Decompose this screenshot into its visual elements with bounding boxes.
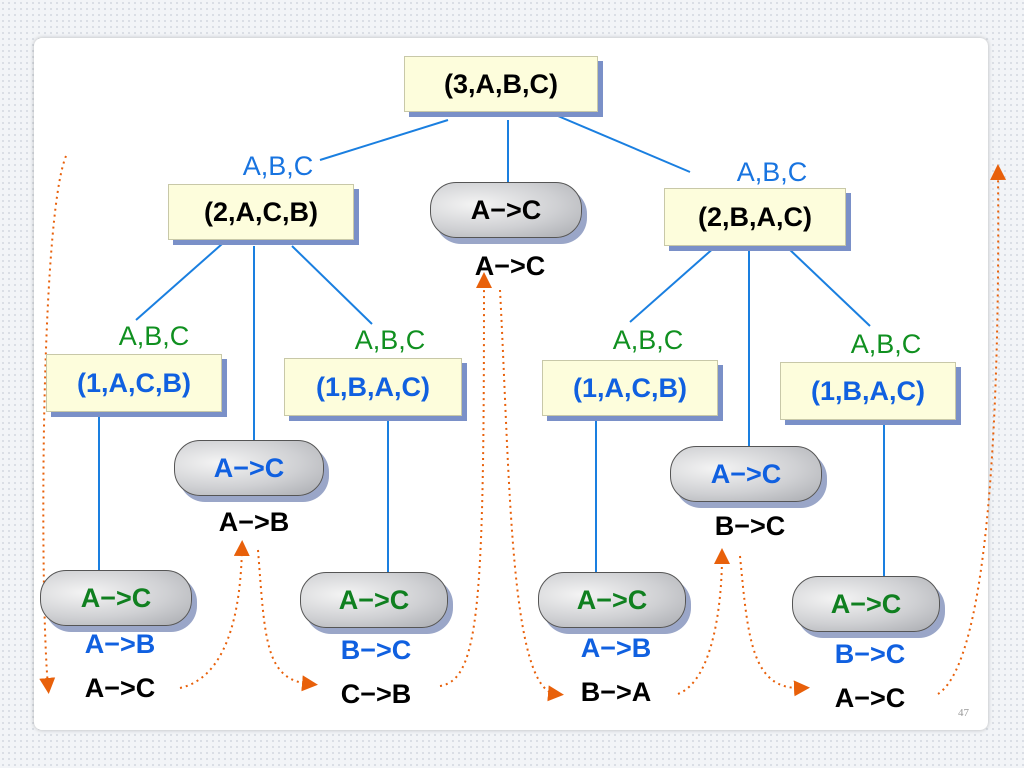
level2-node-2: (1,B,A,C) <box>284 358 462 416</box>
level2-n4-label: A,B,C <box>850 328 922 359</box>
leaf-3-move: A−>C <box>538 572 686 628</box>
leaf-1-below-1: A−>B <box>84 628 156 659</box>
leaf-3-below-1: A−>B <box>580 632 652 663</box>
level1-left-label: A,B,C <box>242 150 314 181</box>
level2-right-move: A−>C <box>670 446 822 502</box>
level1-right-node: (2,B,A,C) <box>664 188 846 246</box>
level2-n1-label: A,B,C <box>118 320 190 351</box>
level2-node-3: (1,A,C,B) <box>542 360 718 416</box>
level2-node-4: (1,B,A,C) <box>780 362 956 420</box>
level1-right-label: A,B,C <box>736 156 808 187</box>
level2-left-move: A−>C <box>174 440 324 496</box>
leaf-4-below-1: B−>C <box>834 638 906 669</box>
leaf-4-move: A−>C <box>792 576 940 632</box>
leaf-2-below-1: B−>C <box>340 634 412 665</box>
level1-middle-move-below: A−>C <box>474 250 546 281</box>
level2-left-move-below: A−>B <box>218 506 290 537</box>
level2-right-move-below: B−>C <box>714 510 786 541</box>
leaf-2-move: A−>C <box>300 572 448 628</box>
leaf-2-below-2: C−>B <box>340 678 412 709</box>
page-number: 47 <box>958 707 969 719</box>
root-node: (3,A,B,C) <box>404 56 598 112</box>
level1-middle-move: A−>C <box>430 182 582 238</box>
level1-left-node: (2,A,C,B) <box>168 184 354 240</box>
leaf-4-below-2: A−>C <box>834 682 906 713</box>
level2-n2-label: A,B,C <box>354 324 426 355</box>
level2-node-1: (1,A,C,B) <box>46 354 222 412</box>
level2-n3-label: A,B,C <box>612 324 684 355</box>
leaf-3-below-2: B−>A <box>580 676 652 707</box>
leaf-1-below-2: A−>C <box>84 672 156 703</box>
leaf-1-move: A−>C <box>40 570 192 626</box>
